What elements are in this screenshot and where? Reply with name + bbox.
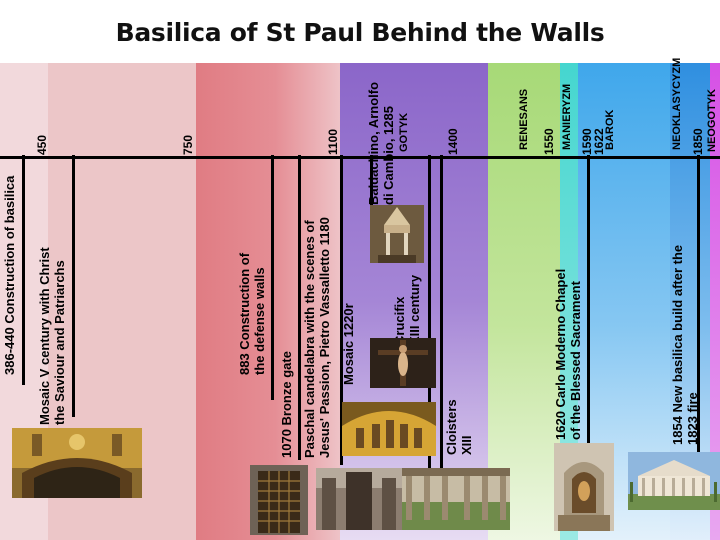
style-label-neogothic: NEOGOTYK (706, 89, 718, 152)
apse-mosaic-photo (342, 402, 436, 456)
style-label-neoclassicism: NEOKLASYCYZM (671, 57, 683, 150)
style-label-baroque: BAROK (604, 109, 616, 150)
style-label-mannerism: MANIERYZM (561, 83, 573, 150)
event-line-bronze-gate (298, 155, 301, 460)
mosaic-arch-photo (12, 428, 142, 498)
event-bronze-gate: 1070 Bronze gate (279, 351, 294, 458)
event-cloisters: Cloisters XIII (444, 399, 474, 455)
year-label-1100: 1100 (326, 128, 340, 155)
crucifix-photo (370, 338, 436, 388)
event-mosaic-v-century: Mosaic V century with Christ the Saviour… (37, 247, 67, 425)
bronze-door-photo (250, 465, 308, 535)
band-gothic (340, 63, 488, 540)
style-label-gothic: GOTYK (398, 112, 410, 152)
year-label-1400: 1400 (446, 128, 460, 155)
event-line-candelabra (340, 155, 343, 465)
event-chapel-blessed-sacrament: 1620 Carlo Moderno Chapel of the Blessed… (553, 268, 583, 440)
year-label-750: 750 (181, 134, 195, 155)
year-label-1850: 1850 (691, 128, 705, 155)
event-new-basilica: 1854 New basilica build after the 1823 f… (670, 244, 700, 445)
year-label-450: 450 (35, 134, 49, 155)
event-line-cloisters (428, 155, 431, 475)
event-defense-walls: 883 Construction of the defense walls (237, 252, 267, 375)
event-line-walls (271, 155, 274, 400)
style-label-renaissance: RENESANS (518, 88, 530, 150)
facade-photo (628, 452, 720, 510)
band-romanesque (196, 63, 340, 540)
baldachino-photo (370, 205, 424, 263)
band-mannerism (560, 63, 578, 540)
event-crucifix: Crucifix XIII century (392, 274, 422, 345)
candelabra-photo (316, 468, 402, 530)
event-construction: 386-440 Construction of basilica (2, 175, 17, 375)
event-baldachino: Baldachino, Arnolfo di Cambio, 1285 (366, 81, 396, 205)
event-line-new-basilica (697, 155, 700, 455)
event-paschal-candelabra: Paschal candelabra with the scenes of Je… (302, 217, 332, 458)
cloister-photo (402, 468, 510, 530)
timeline-axis (0, 156, 720, 159)
chapel-photo (554, 443, 614, 531)
event-line-mosaic-v (72, 155, 75, 417)
event-line-baldachino (370, 155, 373, 205)
event-mosaic-1220: Mosaic 1220r (341, 303, 356, 385)
band-neogothic (710, 63, 720, 540)
event-line-chapel (587, 155, 590, 445)
event-line-construction (22, 155, 25, 385)
band-renaissance (488, 63, 560, 540)
page-title: Basilica of St Paul Behind the Walls (115, 18, 605, 47)
event-line-crucifix (440, 155, 443, 475)
year-label-1550: 1550 (542, 128, 556, 155)
